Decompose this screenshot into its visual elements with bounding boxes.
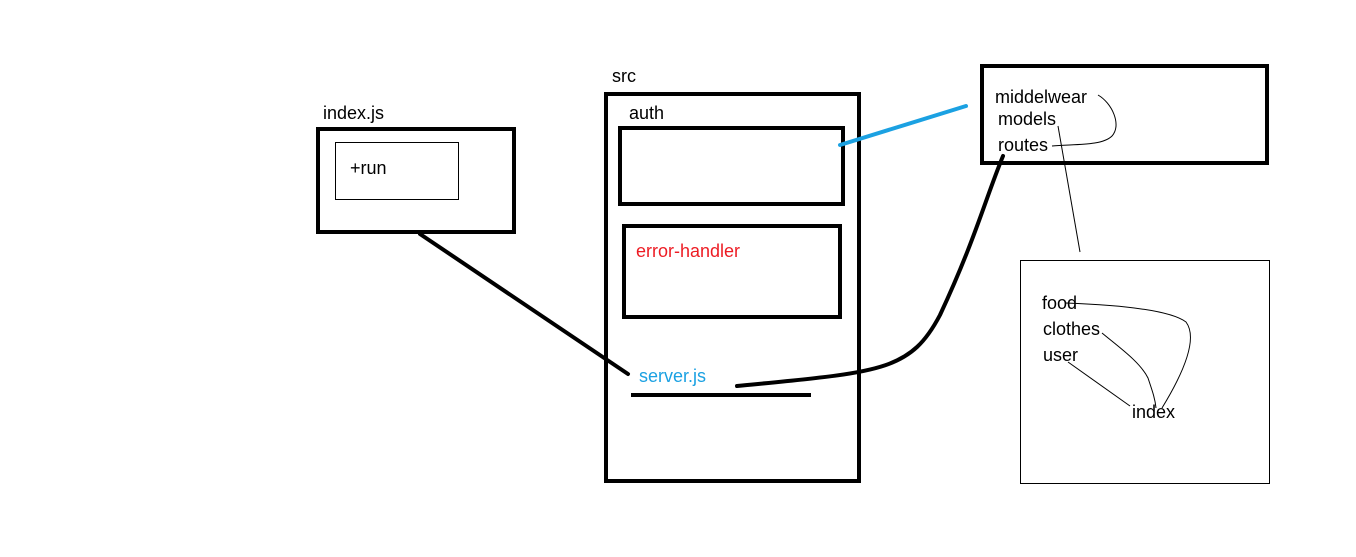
routes-label: routes [998,135,1049,155]
middelwear-label: middelwear [995,87,1088,107]
clothes-label: clothes [1043,319,1101,339]
index-to-server-connector [418,232,630,376]
user-index-link [1067,361,1131,407]
models-label: models [998,109,1057,129]
run-method-box [335,142,459,200]
server-js-label: server.js [639,366,707,386]
auth-label: auth [629,103,665,123]
index-js-title: index.js [323,103,385,123]
food-index-link [1065,302,1191,409]
food-label: food [1042,293,1078,313]
routes-to-routes-box-link [1057,125,1081,253]
auth-box [618,126,845,206]
error-handler-box [622,224,842,319]
routes-contents-box [1020,260,1270,484]
run-method-label: +run [350,158,387,178]
src-folder-title: src [612,66,636,86]
routes-index-label: index [1132,402,1176,422]
index-js-box [316,127,516,234]
error-handler-label: error-handler [636,241,741,261]
clothes-index-link [1101,332,1157,409]
server-to-routes-connector [735,154,1005,388]
src-folder-box [604,92,861,483]
user-label: user [1043,345,1079,365]
middelwear-routes-link [1051,94,1117,147]
auth-contents-box [980,64,1269,165]
auth-to-contents-connector [838,104,968,147]
